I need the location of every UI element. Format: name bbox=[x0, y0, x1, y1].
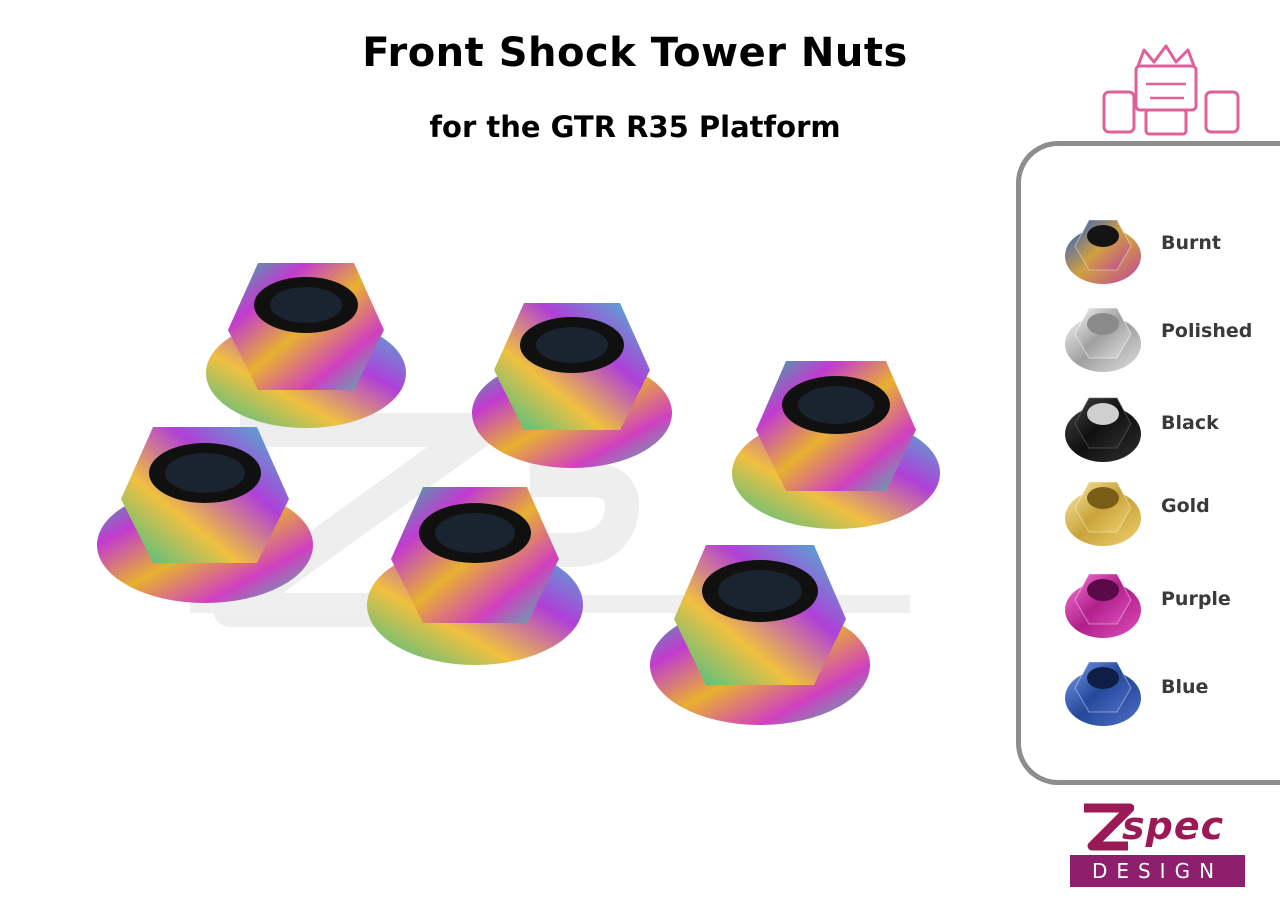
finish-label-burnt: Burnt bbox=[1161, 232, 1221, 254]
logo-spec-text: spec bbox=[1122, 804, 1225, 848]
rainbow-nuts-photo bbox=[97, 263, 940, 725]
finish-label-black: Black bbox=[1161, 412, 1219, 434]
page-title: Front Shock Tower Nuts bbox=[362, 30, 908, 76]
black-nut-icon bbox=[1065, 397, 1141, 462]
nut-2 bbox=[472, 303, 672, 468]
finish-options-panel: Burnt Polished Black Gold Purple Blue bbox=[1016, 141, 1280, 785]
nut-6 bbox=[650, 545, 870, 725]
nut-1 bbox=[206, 263, 406, 428]
finish-label-polished: Polished bbox=[1161, 320, 1253, 342]
nut-5 bbox=[367, 487, 583, 665]
purple-nut-icon bbox=[1065, 573, 1141, 638]
logo-design-text: DESIGN bbox=[1070, 855, 1245, 887]
finish-label-gold: Gold bbox=[1161, 495, 1210, 517]
z-letter-icon bbox=[1084, 803, 1134, 851]
page-subtitle: for the GTR R35 Platform bbox=[429, 110, 841, 144]
nut-3 bbox=[732, 361, 940, 529]
nut-4 bbox=[97, 427, 313, 603]
finish-label-blue: Blue bbox=[1161, 676, 1209, 698]
zspec-design-logo: spec DESIGN bbox=[1070, 800, 1250, 895]
polished-nut-icon bbox=[1065, 307, 1141, 372]
zspec-mascot-icon bbox=[1102, 44, 1240, 136]
blue-nut-icon bbox=[1065, 661, 1141, 726]
gold-nut-icon bbox=[1065, 481, 1141, 546]
burnt-nut-icon bbox=[1065, 219, 1141, 284]
finish-label-purple: Purple bbox=[1161, 588, 1231, 610]
